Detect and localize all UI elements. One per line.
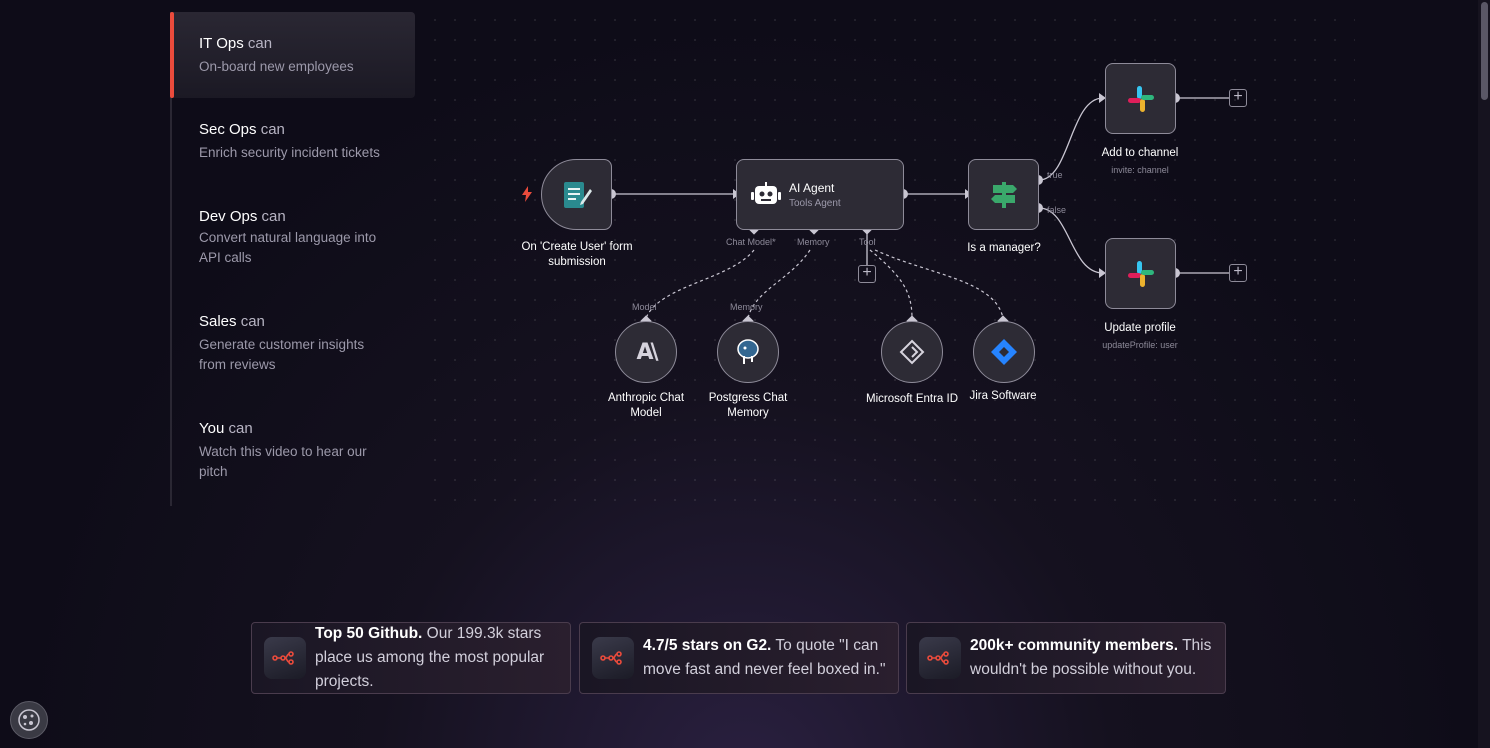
- update-profile-sub: updateProfile: user: [1102, 340, 1178, 350]
- tab-description: Generate customer insights from reviews: [199, 337, 365, 372]
- use-case-tabs: IT Ops can On-board new employees Sec Op…: [170, 12, 415, 482]
- port-label-tool: Tool: [859, 237, 876, 247]
- ai-agent-node[interactable]: AI Agent Tools Agent: [736, 159, 904, 230]
- tab-description: On-board new employees: [199, 59, 354, 74]
- port-label-memory: Memory: [797, 237, 830, 247]
- postgres-memory-node[interactable]: [717, 321, 779, 383]
- add-to-channel-sub: invite: channel: [1111, 165, 1169, 175]
- anthropic-model-label: Anthropic Chat Model: [607, 392, 685, 419]
- false-branch-label: false: [1047, 205, 1067, 215]
- n8n-logo-icon: [264, 637, 306, 679]
- tab-dev-ops[interactable]: Dev Ops can Convert natural language int…: [170, 207, 415, 268]
- postgres-memory-label: Postgress Chat Memory: [708, 392, 788, 419]
- entra-icon: [899, 339, 925, 365]
- trigger-node[interactable]: [541, 159, 612, 230]
- tab-title: IT Ops can: [199, 35, 273, 52]
- trigger-label: On 'Create User' form submission: [521, 241, 633, 268]
- cookie-icon: [18, 709, 40, 731]
- jira-node[interactable]: [973, 321, 1035, 383]
- trigger-bolt-icon: [522, 186, 532, 202]
- add-after-channel-button[interactable]: +: [1229, 89, 1247, 107]
- card-community: 200k+ community members. This wouldn't b…: [906, 622, 1226, 694]
- tabs-divider: [170, 12, 172, 506]
- form-icon: [563, 181, 592, 208]
- page-scrollbar[interactable]: [1478, 0, 1490, 748]
- add-to-channel-node[interactable]: [1105, 63, 1176, 134]
- jira-icon: [991, 339, 1017, 365]
- tab-title: You can: [199, 420, 253, 437]
- cookie-settings-button[interactable]: [10, 701, 48, 739]
- update-profile-node[interactable]: [1105, 238, 1176, 309]
- slack-icon: [1127, 85, 1154, 112]
- ai-agent-title: AI Agent: [789, 180, 835, 195]
- tab-description: Enrich security incident tickets: [199, 145, 380, 160]
- port-label-chat-model: Chat Model*: [726, 237, 776, 247]
- anthropic-model-node[interactable]: A\: [615, 321, 677, 383]
- card-text: 4.7/5 stars on G2. To quote "I can move …: [643, 637, 886, 678]
- n8n-logo-icon: [919, 637, 961, 679]
- card-text: 200k+ community members. This wouldn't b…: [970, 637, 1212, 678]
- anthropic-icon: A\: [636, 339, 658, 365]
- ai-agent-text: AI Agent Tools Agent: [789, 181, 841, 209]
- card-g2: 4.7/5 stars on G2. To quote "I can move …: [579, 622, 899, 694]
- card-text: Top 50 Github. Our 199.3k stars place us…: [315, 625, 545, 690]
- n8n-logo-icon: [592, 637, 634, 679]
- memory-port-label: Memory: [730, 302, 763, 312]
- tab-it-ops[interactable]: IT Ops can On-board new employees: [170, 12, 415, 98]
- add-to-channel-label: Add to channel: [1101, 147, 1179, 159]
- postgres-icon: [737, 339, 759, 364]
- true-branch-label: true: [1047, 170, 1063, 180]
- robot-icon: [751, 181, 781, 204]
- tab-you[interactable]: You can Watch this video to hear our pit…: [170, 419, 415, 482]
- tab-description: Convert natural language into API calls: [199, 230, 377, 265]
- card-github: Top 50 Github. Our 199.3k stars place us…: [251, 622, 571, 694]
- slack-icon: [1127, 260, 1154, 287]
- add-tool-button[interactable]: +: [858, 265, 876, 283]
- tab-sales[interactable]: Sales can Generate customer insights fro…: [170, 312, 415, 375]
- add-after-profile-button[interactable]: +: [1229, 264, 1247, 282]
- jira-label: Jira Software: [969, 390, 1037, 402]
- tab-sec-ops[interactable]: Sec Ops can Enrich security incident tic…: [170, 120, 415, 163]
- is-manager-label: Is a manager?: [967, 242, 1041, 254]
- update-profile-label: Update profile: [1104, 322, 1176, 334]
- tab-title: Dev Ops can: [199, 208, 286, 225]
- tab-title: Sec Ops can: [199, 121, 285, 138]
- tab-title: Sales can: [199, 313, 265, 330]
- scrollbar-thumb[interactable]: [1481, 2, 1488, 100]
- is-manager-node[interactable]: [968, 159, 1039, 230]
- tab-description: Watch this video to hear our pitch: [199, 444, 367, 479]
- entra-id-node[interactable]: [881, 321, 943, 383]
- entra-id-label: Microsoft Entra ID: [865, 393, 959, 405]
- ai-agent-subtitle: Tools Agent: [789, 197, 841, 209]
- signpost-icon: [990, 181, 1017, 208]
- model-port-label: Model: [632, 302, 657, 312]
